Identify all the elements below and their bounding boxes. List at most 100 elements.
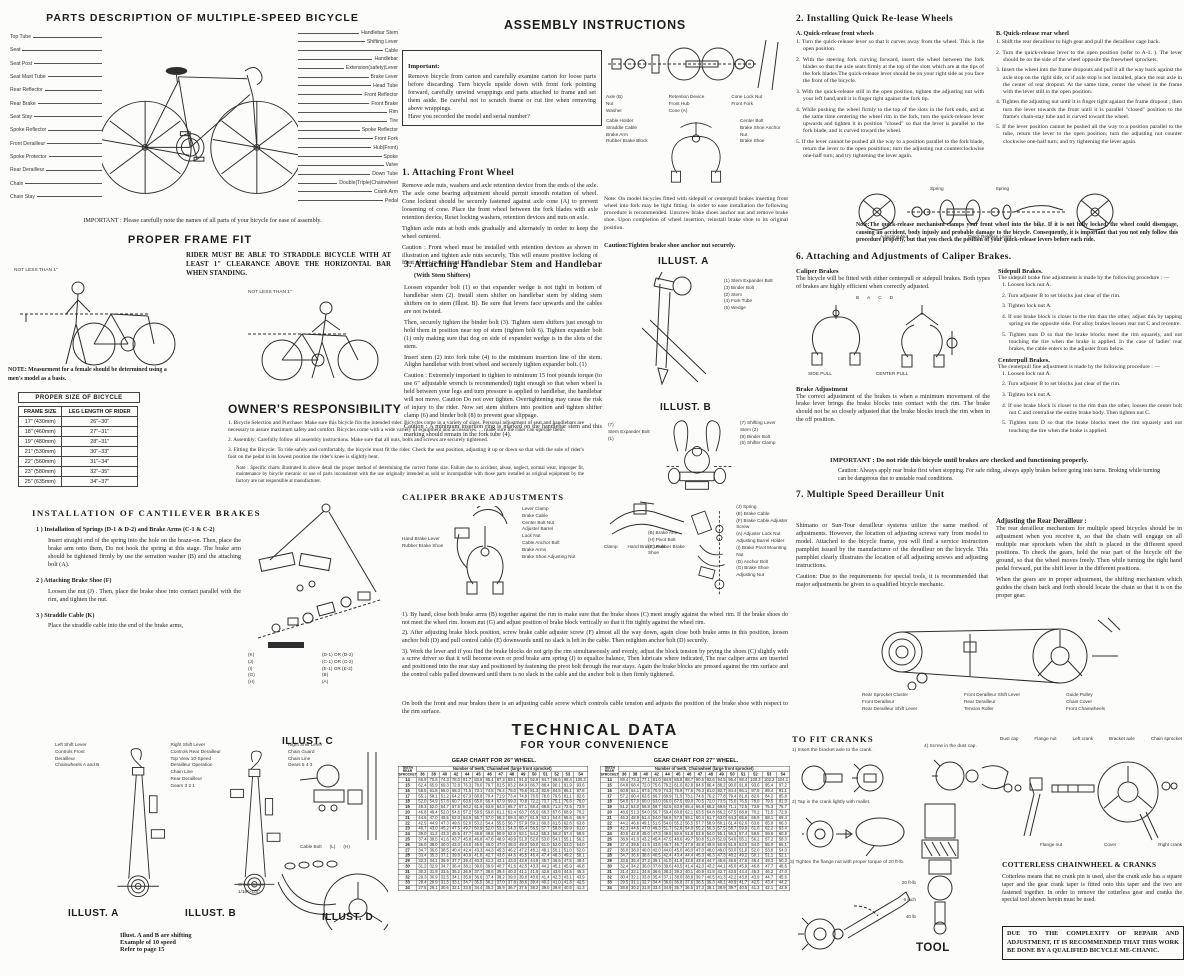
list-item: Axle (B) bbox=[606, 94, 623, 99]
list-item: 1). By hand, close both brake arms (B) t… bbox=[402, 612, 788, 626]
illust-d-diagram bbox=[277, 860, 388, 930]
list-item: Top Tube bbox=[10, 34, 102, 40]
brakes-important-line: IMPORTANT : Do not ride this bicycle unt… bbox=[830, 457, 1089, 464]
list-item: Washer bbox=[606, 107, 622, 113]
cba-diagram2-block: Clamp Hand Brake Lever bbox=[604, 500, 696, 551]
derailleur-system-diagram bbox=[881, 617, 1121, 690]
list-item: (G) bbox=[248, 672, 255, 678]
list-item: Rubber Brake Shoe bbox=[402, 542, 444, 548]
sidepull-heading: Sidepull Brakes. bbox=[998, 268, 1043, 275]
list-item: Front Fork bbox=[298, 136, 399, 142]
quick-release-title: 2. Installing Quick Re-lease Wheels bbox=[796, 14, 954, 24]
list-item: 2. With the steering fork curving forwar… bbox=[796, 56, 984, 85]
assembly-caution: Caution:Tighten brake shoe anchor nut se… bbox=[604, 242, 736, 249]
table-row: 18" (460mm)27"–31" bbox=[17, 426, 138, 437]
list-item: 4. Tighten the adjusting nut until it is… bbox=[996, 99, 1182, 120]
fit-cranks-step2-diagram bbox=[802, 817, 905, 856]
list-item: Center Bolt bbox=[740, 118, 764, 123]
list-item: Spoke Reflector bbox=[298, 127, 398, 133]
list-item: (E-1) OR (E-2) bbox=[322, 665, 353, 671]
list-item: 5. Tighten nuts D so that the brake bloc… bbox=[1002, 331, 1182, 352]
assembly-note: Note: On model bicycles fitted with side… bbox=[604, 196, 788, 231]
cantilever-diagram-labels: (K)(J)(I)(G)(H)(D-1) OR (D-2)(C-1) OR (C… bbox=[248, 652, 390, 686]
illust-c-diagram bbox=[299, 752, 377, 840]
list-item: 4. While pushing the wheel firmly to the… bbox=[796, 106, 984, 134]
cantilever-diagram-block: (K)(J)(I)(G)(H)(D-1) OR (D-2)(C-1) OR (C… bbox=[248, 500, 390, 686]
list-item: Chain bbox=[10, 181, 102, 187]
list-item: Tire bbox=[298, 118, 398, 124]
important-box-text2: Have you recorded the model and serial n… bbox=[408, 112, 530, 120]
list-item: Rim bbox=[298, 109, 398, 115]
list-item: 1. Bicycle Selection and Purchase: Make … bbox=[228, 420, 584, 434]
list-item: Cable Anchor Bolt bbox=[522, 540, 560, 546]
cantilever-step3-text: Place the straddle cable into the end of… bbox=[48, 622, 184, 630]
list-item: 40 lb bbox=[905, 913, 916, 919]
list-item: Adjuster Barrel bbox=[522, 526, 554, 532]
caliper-brakes-title: 6. Attaching and Adjustments of Caliper … bbox=[796, 252, 1012, 262]
illust-c-title: ILLUST. C bbox=[282, 736, 334, 747]
table-cell: 26"–30" bbox=[61, 416, 138, 427]
list-item: Spoke Protector bbox=[10, 154, 102, 160]
list-item: 1/16"~1/8" bbox=[238, 888, 260, 894]
list-item: Front Derailleur bbox=[862, 698, 895, 704]
list-item: B bbox=[856, 294, 860, 300]
list-item: (J) bbox=[248, 658, 254, 664]
list-item: 1. Loosen lock nut A. bbox=[1002, 282, 1051, 289]
list-item: Seat Post bbox=[10, 61, 102, 67]
list-item: 3. With the quick-release still in the o… bbox=[796, 88, 984, 102]
list-item: Stem (2) bbox=[740, 426, 758, 432]
attaching-front-wheel-text: Remove axle nuts, washers and axle reten… bbox=[402, 182, 598, 270]
list-item: Flange nut bbox=[1034, 736, 1057, 741]
list-item: Caution: Due to the requirements for spe… bbox=[796, 572, 988, 588]
list-item: Rear Reflector bbox=[10, 87, 102, 93]
list-item: Hand Brake Lever bbox=[627, 544, 666, 549]
straddle-figure-left bbox=[20, 281, 176, 366]
table-row: 23" (580mm)32"–35" bbox=[17, 466, 138, 477]
cotterless-text: Cotterless means that no crank pin is us… bbox=[1002, 874, 1182, 904]
list-item: Down Tube bbox=[298, 171, 398, 177]
caliper-brakes-heading: Caliper Brakes bbox=[796, 268, 839, 275]
table-row: 25" (635mm)34"–37" bbox=[17, 476, 138, 487]
list-item: 5. If the lever cannot be pushed all the… bbox=[796, 138, 984, 159]
list-item: Shifting Lever bbox=[298, 39, 398, 45]
crank-tool-diagram bbox=[921, 803, 959, 935]
list-item: Example of 10 speed bbox=[120, 939, 176, 946]
cantilever-title: INSTALLATION OF CANTILEVER BRAKES bbox=[32, 508, 261, 518]
table-cell: 23" (580mm) bbox=[17, 466, 63, 477]
quick-release-note: Note:The quick-release mechanism clamps … bbox=[856, 222, 1178, 244]
list-item: (6) Shifter Clamp bbox=[740, 440, 776, 446]
handlebar-subtitle: (With Stem Shifters) bbox=[414, 272, 471, 279]
list-item: Adjusting Barrel Holder bbox=[736, 538, 785, 544]
list-item: Center Bolt Nut bbox=[522, 519, 555, 525]
table-cell: 28"–31" bbox=[61, 436, 138, 447]
gear-chart-26-block: GEAR CHART FOR 26" WHEEL. TEETH REAR SPR… bbox=[398, 758, 590, 964]
brake-adjustment-heading: Brake Adjustment bbox=[796, 385, 848, 393]
cantilever-steps: 1 ) Installation of Springs (D-1 & D-2) … bbox=[36, 526, 241, 633]
list-item: (K) bbox=[248, 652, 255, 657]
illust-a-labels-left: Left Shift Lever Controls Front Deraille… bbox=[55, 742, 104, 907]
list-item: 3. Tighten lock nut A. bbox=[1002, 392, 1052, 398]
list-item: Rubber Brake Block bbox=[606, 138, 648, 144]
parts-important-note: IMPORTANT : Please carefully note the na… bbox=[83, 217, 322, 224]
list-item: 2. Turn the quick-release lever to the o… bbox=[996, 49, 1182, 63]
list-item: Rear Derailleur Shift Lever bbox=[862, 705, 918, 711]
list-item: (5) Wedge bbox=[724, 305, 746, 311]
handlebar-paras: Loosen expander bolt (1) so that expande… bbox=[404, 284, 602, 442]
list-item: Insert stem (2) into fork tube (4) to th… bbox=[404, 353, 602, 369]
cantilever-step3-heading: 3 ) Straddle Cable (K) bbox=[36, 611, 95, 619]
frame-size-table-block: PROPER SIZE OF BICYCLE FRAME SIZE LEG LE… bbox=[17, 392, 140, 487]
list-item: Rear Derailleur bbox=[170, 776, 203, 782]
list-item: Clamp bbox=[604, 544, 618, 549]
list-item: Brake Shoe bbox=[740, 138, 765, 144]
fit-cranks-step4-diagram bbox=[932, 759, 1009, 791]
technical-data-subtitle: FOR YOUR CONVENIENCE bbox=[520, 740, 670, 751]
crank-exploded-diagram bbox=[1003, 761, 1178, 841]
list-item: Seat Mast Tube bbox=[10, 74, 102, 80]
centerpull-steps: 1. Loosen lock nut A.2. Turn adjuster B … bbox=[998, 371, 1182, 435]
straddle-figure-right bbox=[248, 301, 379, 381]
